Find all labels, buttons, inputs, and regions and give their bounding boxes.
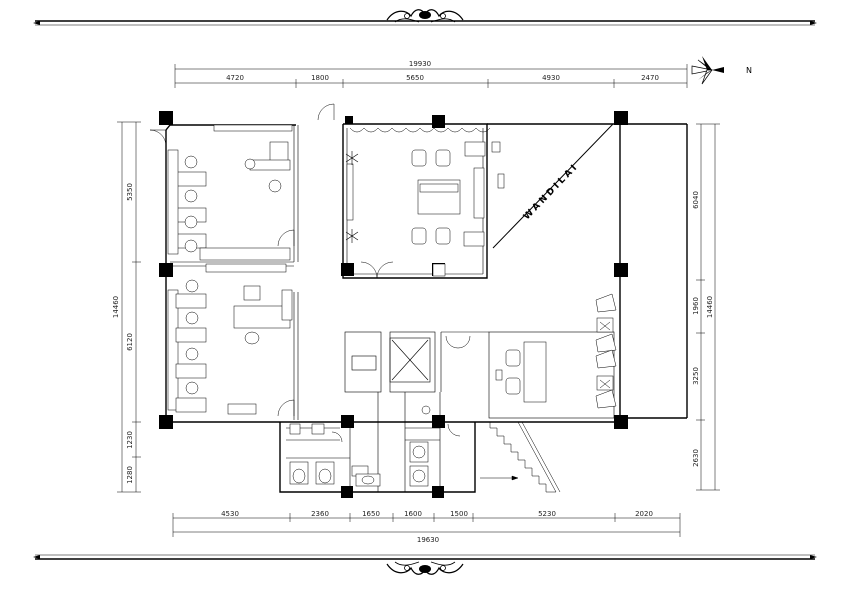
dim-right-seg-1: 6040 [692,191,700,209]
column [159,415,173,429]
top-border-rule [33,20,817,26]
column [432,486,444,498]
north-label: N [746,66,752,75]
column [345,116,353,124]
wall-signage-text: WANDILAI [522,161,581,222]
dim-bottom-seg-4: 1600 [404,510,422,518]
dim-bottom-seg-3: 1650 [362,510,380,518]
plant-icon [345,151,359,243]
dim-bottom-seg-6: 5230 [538,510,556,518]
bottom-ornament [386,561,464,575]
column [432,415,445,428]
dim-top-seg-5: 2470 [641,74,659,82]
right-office-furniture [495,341,547,403]
dim-left-seg-2: 6120 [126,333,134,351]
dim-top-total: 19930 [409,60,431,68]
structural-columns [159,111,628,498]
column [614,415,628,429]
lower-office-furniture [167,263,293,415]
column [432,115,445,128]
column [159,111,173,125]
column [614,111,628,125]
column [341,486,353,498]
column [341,263,354,276]
dim-right-seg-2: 1960 [692,297,700,315]
left-dimension-chain [117,121,141,493]
dim-left-seg-3: 1230 [126,431,134,449]
staircase [475,421,561,493]
entrance-diagonal-wall [492,123,614,249]
upper-office-furniture [167,124,293,261]
column [341,415,354,428]
reception-furniture [346,127,505,277]
toilet-fixtures [289,405,431,487]
north-arrow-icon [691,56,724,85]
doors [149,103,471,443]
dim-bottom-seg-2: 2360 [311,510,329,518]
bottom-border-rule [33,554,817,560]
dim-bottom-seg-5: 1500 [450,510,468,518]
dim-right-seg-4: 2630 [692,449,700,467]
dim-top-seg-3: 5650 [406,74,424,82]
dim-left-seg-1: 5350 [126,183,134,201]
bottom-dimension-chain [172,513,681,537]
dim-left-seg-4: 1280 [126,466,134,484]
display-seating [595,293,617,409]
top-ornament [386,9,464,23]
column [614,263,628,277]
right-dimension-chain [696,123,720,491]
dim-top-seg-1: 4720 [226,74,244,82]
column [159,263,173,277]
dim-bottom-total: 19630 [417,536,439,544]
dim-right-seg-3: 3250 [692,367,700,385]
dim-top-seg-4: 4930 [542,74,560,82]
dim-bottom-seg-7: 2020 [635,510,653,518]
dim-left-total: 14460 [112,296,120,318]
dim-top-seg-2: 1800 [311,74,329,82]
dim-right-total: 14460 [706,296,714,318]
top-dimension-chain [174,64,688,88]
dim-bottom-seg-1: 4530 [221,510,239,518]
